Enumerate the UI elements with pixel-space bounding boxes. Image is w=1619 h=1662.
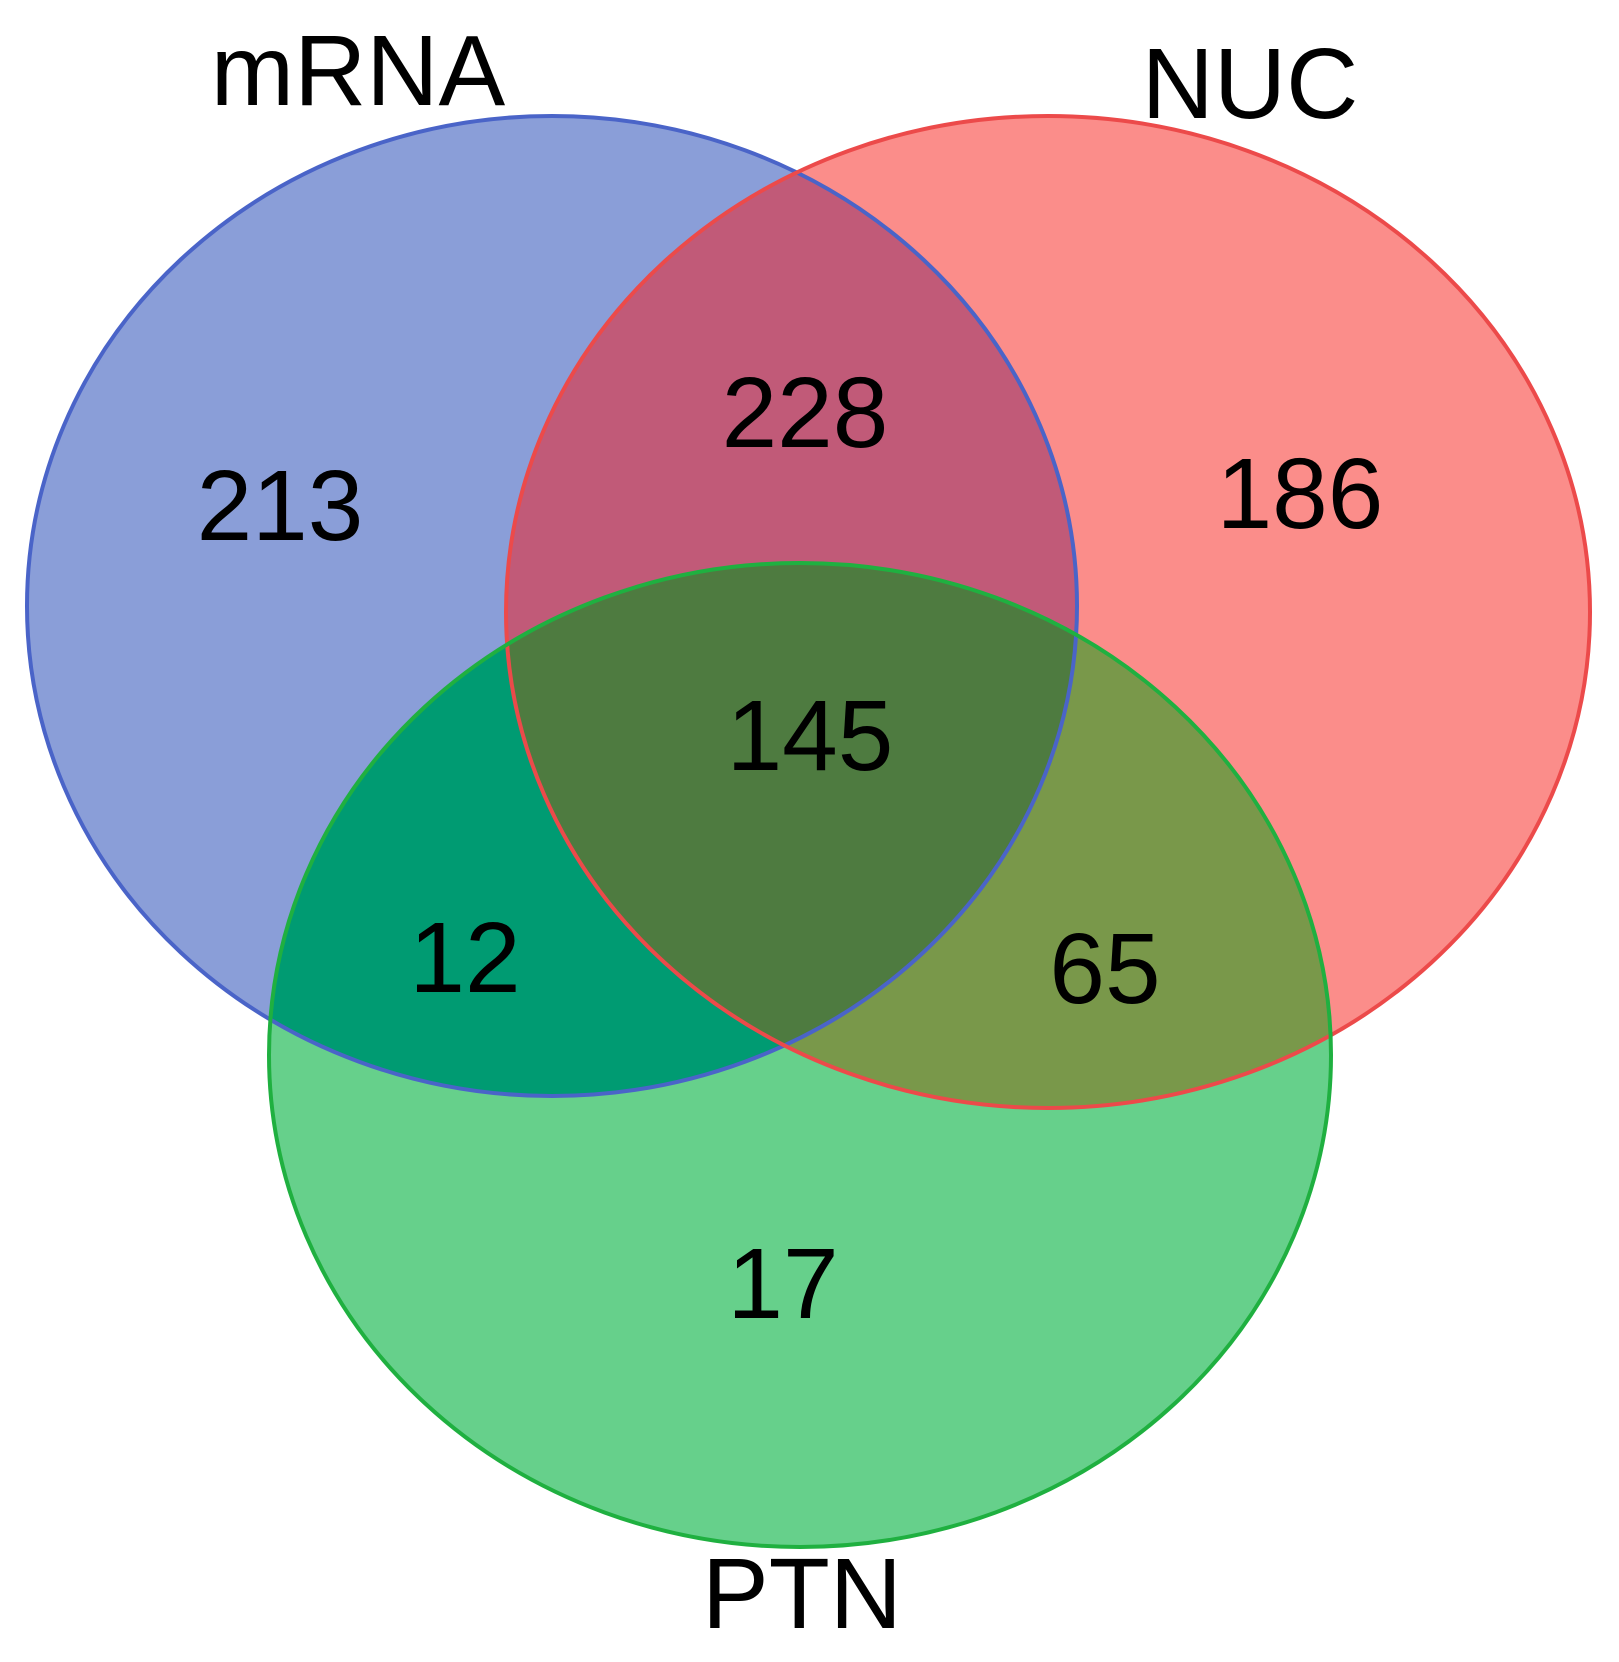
nuc-only-count: 186 <box>1217 438 1384 550</box>
nuc-circle-outline <box>504 114 1592 1110</box>
nuc-ptn-count: 65 <box>1049 913 1160 1025</box>
mrna-ptn-count: 12 <box>409 902 520 1014</box>
ptn-circle-outline <box>267 561 1333 1549</box>
mrna-set-label: mRNA <box>211 15 506 127</box>
mrna-only-count: 213 <box>197 450 364 562</box>
ptn-only-count: 17 <box>727 1228 838 1340</box>
mrna-circle-outline <box>25 114 1079 1098</box>
mrna-nuc-count: 228 <box>722 357 889 469</box>
nuc-set-label: NUC <box>1142 28 1359 140</box>
ptn-set-label: PTN <box>702 1538 902 1650</box>
all-three-count: 145 <box>727 680 894 792</box>
